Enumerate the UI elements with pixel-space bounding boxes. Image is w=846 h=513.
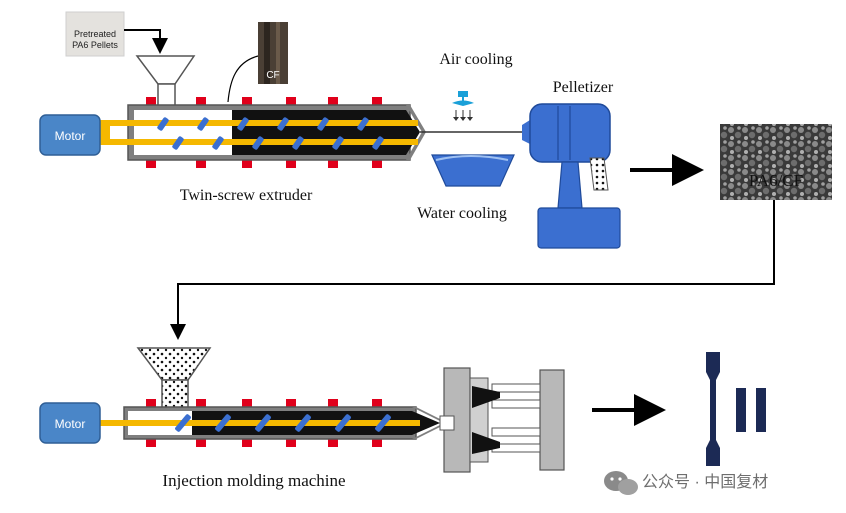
air-cooling-label: Air cooling <box>439 51 512 68</box>
pretreated-label-line2: PA6 Pellets <box>72 40 118 50</box>
watermark: 公众号 · 中国复材 <box>604 471 768 495</box>
connector-to-injection <box>170 200 775 340</box>
motor-bottom-label: Motor <box>55 417 86 431</box>
pretreated-pellets-image: Pretreated PA6 Pellets <box>65 11 125 57</box>
mold <box>439 367 565 473</box>
hopper-bottom <box>136 347 212 411</box>
injection-screw-flights <box>175 414 391 432</box>
hopper-top <box>135 55 196 107</box>
twin-screw-flights <box>157 117 384 150</box>
twin-screw-label: Twin-screw extruder <box>180 187 313 204</box>
pelletizer-label: Pelletizer <box>553 79 614 96</box>
twin-screw-barrel <box>127 104 426 161</box>
injection-label: Injection molding machine <box>162 471 345 490</box>
water-cooling-label: Water cooling <box>417 205 507 222</box>
motor-top: Motor <box>39 114 101 156</box>
motor-bottom: Motor <box>39 402 101 444</box>
water-bath <box>431 154 515 187</box>
heaters-bottom <box>146 399 382 447</box>
cf-label: CF <box>266 70 279 81</box>
pelletizer <box>522 103 621 249</box>
cf-feed-line <box>227 55 259 103</box>
pretreated-label-line1: Pretreated <box>74 29 116 39</box>
carbon-fiber-image: CF <box>258 22 288 84</box>
heaters-top <box>146 97 382 168</box>
motor-top-label: Motor <box>55 129 86 143</box>
watermark-text: 公众号 · 中国复材 <box>642 473 768 491</box>
pa6-cf-pellets-image: PA6/CF <box>720 124 832 200</box>
feed-arrow-top <box>124 29 168 54</box>
molded-specimens-image <box>706 352 766 466</box>
product-label: PA6/CF <box>749 171 803 190</box>
air-nozzle-icon <box>452 91 474 121</box>
wechat-icon <box>604 471 638 495</box>
